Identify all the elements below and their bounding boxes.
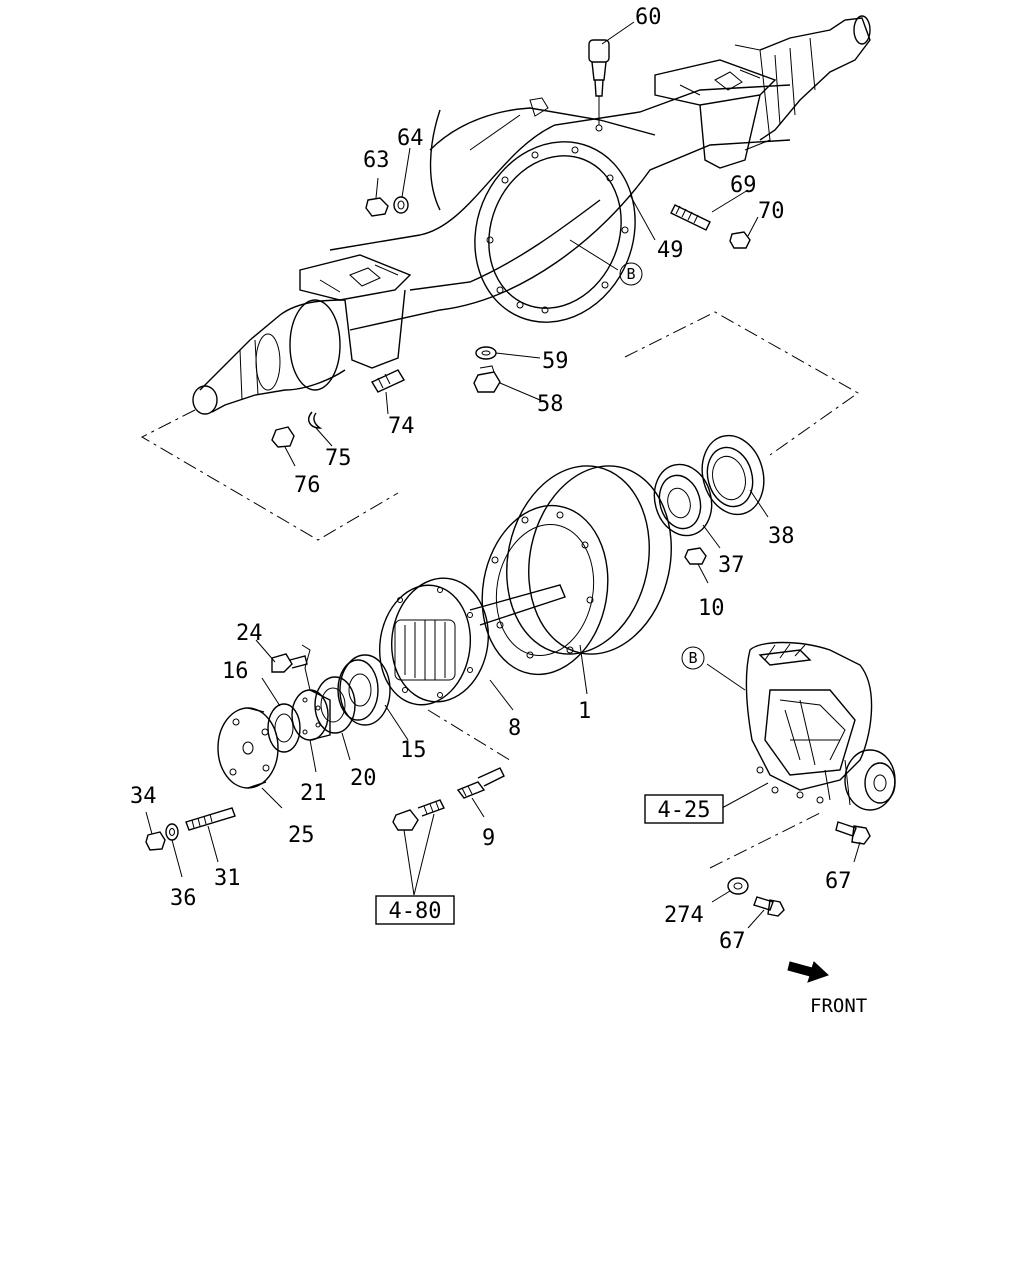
callout-21: 21 — [300, 781, 327, 806]
callout-63: 63 — [363, 148, 390, 173]
stud-31 — [185, 807, 236, 831]
stud-4-80 — [392, 799, 445, 831]
reference-4-25-label: 4-25 — [658, 798, 711, 823]
bolt-67a — [835, 821, 871, 845]
marker-b-differential: B — [681, 646, 705, 670]
hub-bolt-9 — [456, 767, 505, 799]
washer-75 — [308, 411, 323, 429]
callout-25: 25 — [288, 823, 315, 848]
marker-b-housing: B — [619, 262, 643, 286]
marker-b-differential-letter: B — [688, 649, 697, 667]
callout-20: 20 — [350, 766, 377, 791]
callout-1: 1 — [578, 699, 591, 724]
bearing-15 — [337, 654, 391, 726]
front-direction-indicator: FRONT — [787, 961, 867, 1017]
breather-plug-60 — [588, 39, 610, 132]
callout-34: 34 — [130, 784, 157, 809]
callout-70: 70 — [758, 199, 785, 224]
callout-8: 8 — [508, 716, 521, 741]
callout-274: 274 — [664, 903, 704, 928]
bolt-63 — [365, 197, 389, 217]
callout-75: 75 — [325, 446, 352, 471]
bearing-37 — [653, 463, 713, 537]
front-label: FRONT — [810, 995, 867, 1017]
nut-76 — [271, 426, 295, 448]
washer-59 — [475, 346, 497, 360]
leader-lines — [145, 21, 861, 929]
callout-76: 76 — [294, 473, 321, 498]
callout-15: 15 — [400, 738, 427, 763]
washer-274 — [727, 877, 749, 895]
hub-8 — [378, 577, 490, 706]
washer-36 — [165, 823, 179, 841]
callout-59: 59 — [542, 349, 569, 374]
front-arrow-icon — [787, 961, 829, 983]
callout-labels: 60 64 63 69 70 49 59 58 74 75 76 38 37 1… — [130, 5, 852, 954]
callout-9: 9 — [482, 826, 495, 851]
callout-36: 36 — [170, 886, 197, 911]
reference-4-25[interactable]: 4-25 — [644, 794, 724, 824]
bolt-74 — [370, 369, 406, 393]
callout-74: 74 — [388, 414, 415, 439]
callout-67-upper: 67 — [825, 869, 852, 894]
callout-10: 10 — [698, 596, 725, 621]
axle-housing — [192, 15, 871, 415]
callout-58: 58 — [537, 392, 564, 417]
seal-38 — [701, 434, 765, 516]
differential-carrier — [745, 641, 896, 811]
cover-25 — [217, 707, 279, 789]
bolt-58 — [473, 365, 501, 393]
callout-37: 37 — [718, 553, 745, 578]
callout-31: 31 — [214, 866, 241, 891]
ring-20 — [314, 676, 356, 734]
nut-70 — [729, 231, 751, 249]
callout-69: 69 — [730, 173, 757, 198]
nut-10 — [684, 547, 707, 565]
phantom-lines — [140, 311, 859, 869]
callout-64: 64 — [397, 126, 424, 151]
washer-64 — [393, 196, 409, 214]
callout-38: 38 — [768, 524, 795, 549]
seal-16 — [267, 703, 301, 753]
callout-16: 16 — [222, 659, 249, 684]
callout-60: 60 — [635, 5, 662, 30]
axle-shaft — [469, 584, 566, 626]
stud-69 — [670, 204, 711, 231]
marker-b-housing-letter: B — [626, 265, 635, 283]
callout-49: 49 — [657, 238, 684, 263]
reference-4-80-label: 4-80 — [389, 899, 442, 924]
callout-24: 24 — [236, 621, 263, 646]
bolt-24 — [271, 653, 308, 673]
callout-67-lower: 67 — [719, 929, 746, 954]
reference-4-80[interactable]: 4-80 — [375, 895, 455, 925]
bolt-67b — [753, 896, 785, 917]
nut-34 — [145, 831, 166, 851]
brake-drum-1 — [481, 465, 672, 676]
